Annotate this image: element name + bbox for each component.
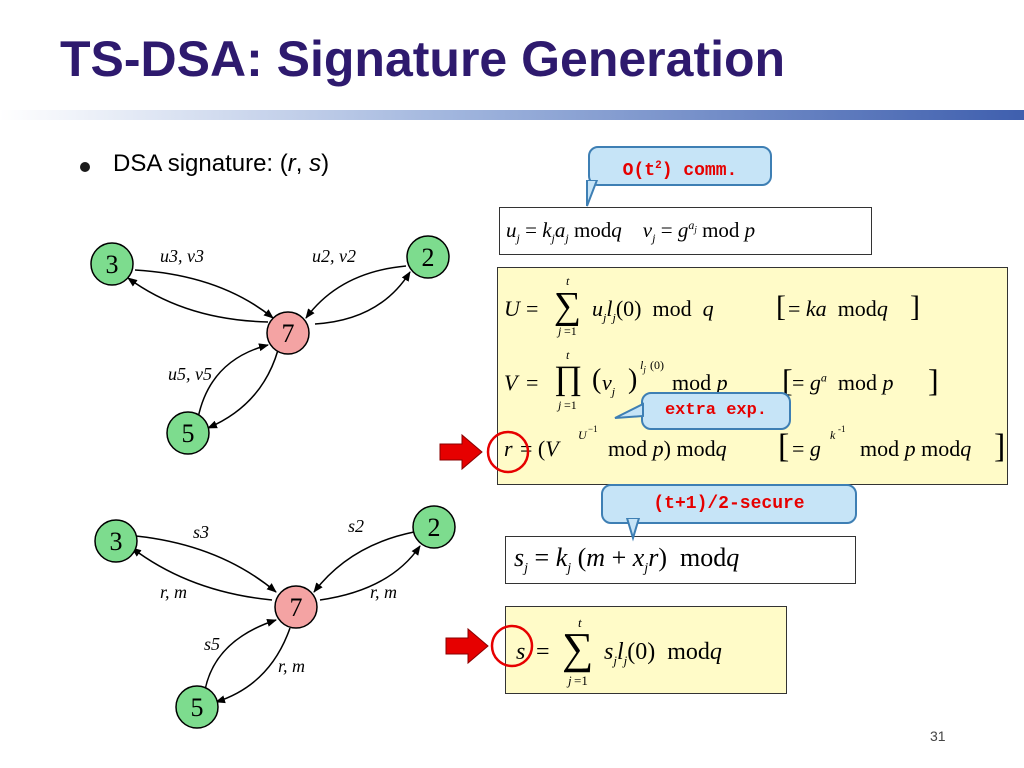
bullet-prefix: DSA signature: ( [113, 150, 288, 177]
edge-b-7-to-3 [131, 547, 273, 601]
equation-sj-box: sj = kj (m + xjr) modq [505, 536, 856, 584]
equation-uv: uj = kjaj modq vj = gaj mod p [506, 218, 756, 246]
edge-5-to-7 [197, 343, 269, 419]
edge-b-7-to-5 [215, 627, 291, 704]
equation-sj: sj = kj (m + xjr) modq [514, 543, 740, 577]
node-7-top [266, 311, 310, 355]
red-circle-s-icon [490, 624, 534, 668]
node-5-top [166, 411, 210, 455]
red-arrow-s-icon [445, 627, 489, 665]
node-3-bottom [94, 519, 138, 563]
node-3-top-label: 3 [106, 250, 119, 279]
callout-comm-prefix: O(t [622, 161, 656, 181]
edge-b-2-to-7 [313, 531, 415, 593]
node-2-bottom-label: 2 [428, 513, 441, 542]
callout-secure: (t+1)/2-secure [601, 484, 857, 524]
edge-label-rm-bottom: r, m [278, 656, 305, 676]
callout-extra-exp-tail [614, 402, 644, 419]
node-2-top-label: 2 [422, 243, 435, 272]
edge-7-to-2 [314, 271, 411, 325]
node-2-bottom [412, 505, 456, 549]
edge-2-to-7 [305, 265, 407, 319]
edge-label-rm-left: r, m [160, 582, 187, 602]
edge-label-s5: s5 [204, 634, 220, 654]
edge-label-u5-v5: u5, v5 [168, 364, 212, 384]
edge-b-5-to-7 [204, 619, 277, 691]
node-5-bottom-label: 5 [191, 693, 204, 722]
equation-s-box: s = t ∑ j=1 sjlj(0) modq [505, 606, 787, 694]
edge-7-to-3 [127, 277, 269, 323]
callout-comm-sup: 2 [655, 160, 662, 172]
edge-label-u2-v2: u2, v2 [312, 246, 356, 266]
node-5-top-label: 5 [182, 419, 195, 448]
node-3-bottom-label: 3 [110, 527, 123, 556]
edge-3-to-7 [134, 269, 274, 319]
callout-comm-tail [586, 180, 599, 207]
bullet-s: s [309, 150, 322, 177]
node-5-bottom [175, 685, 219, 729]
equations-UVr-box: U = t ∑ j=1 ujlj(0) mod q [ = ka modq ] … [497, 267, 1008, 485]
title-divider [0, 110, 1024, 120]
callout-extra-exp: extra exp. [641, 392, 791, 430]
page-number: 31 [930, 728, 946, 744]
edge-label-s3: s3 [193, 522, 209, 542]
node-7-top-label: 7 [282, 319, 295, 348]
equation-uv-box: uj = kjaj modq vj = gaj mod p [499, 207, 872, 255]
slide-title: TS-DSA: Signature Generation [60, 31, 786, 87]
highlight-overlay [439, 430, 534, 668]
bullet-dsa-signature: DSA signature: (r, s) [113, 150, 329, 178]
equation-s: s = t ∑ j=1 sjlj(0) modq [516, 615, 722, 688]
bottom-diagram: 3 2 7 5 s3 s2 s5 r, m r, m r, m [94, 505, 456, 729]
bullet-comma: , [295, 150, 310, 177]
red-arrow-r-icon [439, 433, 483, 471]
node-7-bottom-label: 7 [290, 593, 303, 622]
edge-7-to-5 [207, 349, 279, 429]
callout-comm: O(t2) comm. [588, 146, 772, 186]
top-diagram: 3 2 7 5 u3, v3 u2, v2 u5, v5 [90, 235, 450, 455]
node-7-bottom [274, 585, 318, 629]
bullet-suffix: ) [321, 150, 330, 177]
edge-label-s2: s2 [348, 516, 364, 536]
edge-label-u3-v3: u3, v3 [160, 246, 204, 266]
red-circle-r-icon [486, 430, 530, 474]
callout-comm-suffix: ) comm. [661, 161, 738, 181]
edge-b-3-to-7 [135, 535, 277, 593]
bullet-point [80, 162, 90, 172]
callout-secure-tail [625, 518, 641, 542]
edge-b-7-to-2 [319, 545, 421, 601]
edge-label-rm-right: r, m [370, 582, 397, 602]
bullet-r: r [287, 150, 296, 177]
node-3-top [90, 242, 134, 286]
node-2-top [406, 235, 450, 279]
